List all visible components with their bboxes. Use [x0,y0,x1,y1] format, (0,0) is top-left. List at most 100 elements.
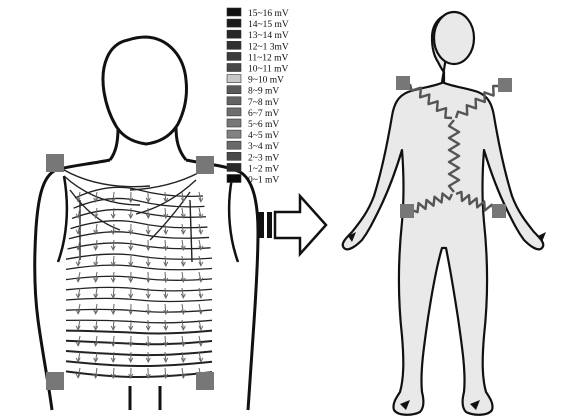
legend-label: 1~2 mV [248,164,279,174]
body-silhouette [343,14,544,415]
legend-label: 10~11 mV [248,65,289,75]
legend-label: 3~4 mV [248,142,279,152]
equipotential-lines [64,170,212,377]
body-resistor-figure [343,12,546,415]
field-arrow [129,288,133,298]
field-arrow [111,288,115,298]
field-arrow [199,336,203,346]
field-arrow [129,304,133,314]
field-arrow [199,304,203,314]
field-arrow [146,304,150,314]
electrode-left-shoulder [46,154,64,172]
field-arrow [164,256,168,266]
field-arrow [94,288,98,298]
field-arrow [146,352,150,362]
legend-label: 13~14 mV [248,31,289,41]
field-line [64,176,140,205]
electrode-body-left-hip [400,204,414,218]
legend-swatch [227,130,241,138]
equipotential-line [66,361,212,366]
field-arrow [76,304,80,314]
equipotential-line [66,331,212,334]
legend-swatch [227,141,241,149]
legend-swatch [227,30,241,38]
torso-field-figure [35,37,258,410]
field-arrow [76,288,80,298]
legend-swatch [227,119,241,127]
field-arrow [129,208,133,218]
legend-swatch [227,19,241,27]
field-arrow [199,192,203,202]
electrode-body-left-shoulder [396,76,410,90]
equipotential-line [71,221,208,229]
legend-swatch [227,75,241,83]
legend-label: 11~12 mV [248,53,289,63]
equipotential-line [68,243,211,249]
electrode-body-right-shoulder [498,78,512,92]
field-arrow [146,192,150,202]
field-arrow [129,192,133,202]
right-arrow-icon [258,196,326,254]
equipotential-line [69,232,209,239]
field-arrow [199,224,203,234]
field-arrow [111,320,115,330]
field-arrow [94,368,98,378]
legend-label: 0~1 mV [248,176,279,186]
legend-label: 9~10 mV [248,76,284,86]
field-arrow [111,192,115,202]
field-arrow [129,240,133,250]
legend-swatch [227,86,241,94]
field-arrow [146,240,150,250]
electrode-right-hip [196,372,214,390]
equipotential-line [66,298,212,301]
field-arrow [76,352,80,362]
field-arrow [181,368,185,378]
field-line [130,172,200,190]
field-arrows [76,192,203,378]
field-arrow [94,224,98,234]
equipotential-line [66,265,212,270]
legend-swatch [227,163,241,171]
field-arrow [94,256,98,266]
legend-swatch [227,97,241,105]
legend-swatch [227,41,241,49]
field-arrow [164,320,168,330]
legend-label: 15~16 mV [248,9,289,19]
field-arrow [111,240,115,250]
equipotential-line [66,341,212,344]
equipotential-line [66,371,212,377]
field-arrow [94,320,98,330]
legend-swatch [227,108,241,116]
field-line [190,200,192,262]
legend-swatch [227,8,241,16]
field-arrow [146,272,150,282]
legend-swatch [227,175,241,183]
field-arrow [111,336,115,346]
legend-swatch [227,64,241,72]
legend-label: 14~15 mV [248,20,289,30]
legend-swatch [227,52,241,60]
legend-label: 4~5 mV [248,131,279,141]
field-arrow [94,240,98,250]
field-arrow [111,272,115,282]
field-arrow [181,208,185,218]
equipotential-line [66,287,212,291]
electrode-right-shoulder [196,156,214,174]
field-arrow [181,224,185,234]
electrode-body-right-hip [492,204,506,218]
field-arrow [181,288,185,298]
field-arrow [76,272,80,282]
equipotential-line [66,309,212,312]
left-head-outline [103,37,187,144]
legend-swatch [227,152,241,160]
equipotential-line [66,320,212,323]
legend-label: 8~9 mV [248,87,279,97]
equipotential-line [66,254,212,259]
field-arrow [164,288,168,298]
field-arrow [181,256,185,266]
equipotential-line [66,276,212,280]
field-arrow [181,320,185,330]
equipotential-line [66,351,212,355]
